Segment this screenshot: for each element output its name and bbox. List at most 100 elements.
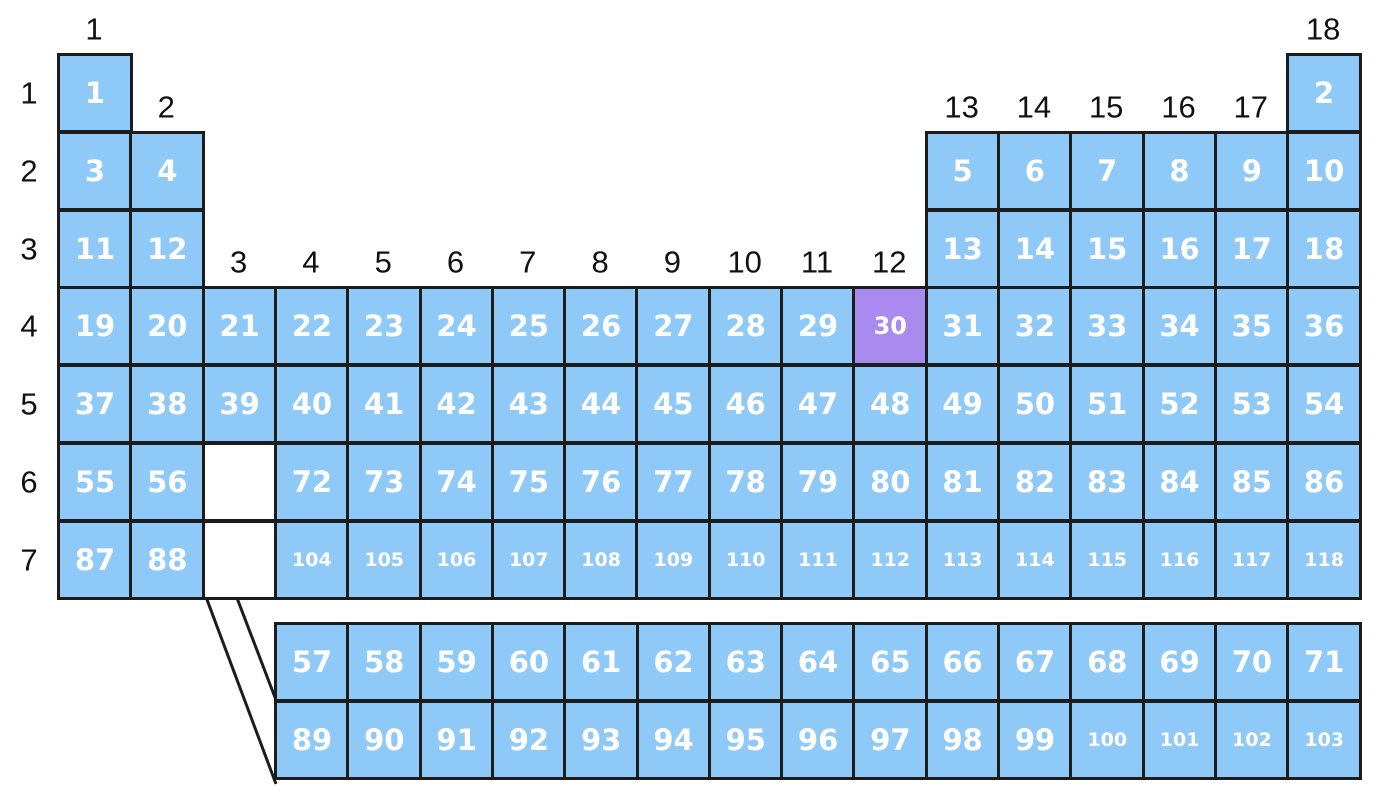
element-cell: 75 — [490, 442, 567, 522]
element-cell: 104 — [273, 519, 350, 600]
element-cell: 88 — [129, 519, 206, 600]
element-cell: 18 — [1286, 208, 1363, 289]
element-cell: 38 — [129, 364, 206, 445]
f-block-cell: 102 — [1213, 699, 1290, 780]
element-cell: 6 — [996, 130, 1073, 211]
element-cell: 45 — [635, 364, 712, 445]
group-label: 4 — [302, 244, 320, 280]
element-cell: 82 — [996, 442, 1073, 522]
element-cell: 28 — [707, 286, 784, 367]
element-cell: 53 — [1213, 364, 1290, 445]
element-cell: 14 — [996, 208, 1073, 289]
element-cell: 10 — [1286, 130, 1363, 211]
group-label: 9 — [663, 244, 682, 280]
f-block-cell: 99 — [997, 699, 1073, 780]
group-label: 5 — [374, 244, 392, 280]
period-label: 6 — [20, 464, 38, 500]
element-cell: 113 — [924, 519, 1001, 600]
f-block-cell: 95 — [707, 699, 784, 780]
f-block-cell: 65 — [852, 622, 929, 702]
f-block-cell: 57 — [274, 622, 350, 702]
element-cell: 80 — [852, 442, 929, 522]
element-cell: 84 — [1141, 442, 1218, 522]
element-cell: 48 — [852, 364, 929, 445]
element-cell: 4 — [129, 130, 206, 211]
group-label: 15 — [1088, 89, 1124, 125]
element-cell: 83 — [1069, 442, 1146, 522]
element-cell: 39 — [201, 364, 278, 445]
group-label: 12 — [872, 244, 907, 280]
group-label: 14 — [1016, 89, 1052, 125]
f-block-cell: 97 — [852, 699, 929, 780]
element-cell: 36 — [1286, 286, 1363, 367]
element-cell: 114 — [996, 519, 1073, 600]
group-label: 16 — [1161, 89, 1196, 125]
element-cell: 22 — [273, 286, 350, 367]
element-cell: 115 — [1069, 519, 1146, 600]
group-label: 8 — [591, 244, 609, 280]
period-label: 3 — [20, 231, 38, 267]
f-block-cell: 60 — [490, 622, 567, 702]
element-cell: 47 — [780, 364, 856, 445]
element-cell: 41 — [346, 364, 423, 445]
element-cell: 35 — [1213, 286, 1290, 367]
f-block-cell: 68 — [1069, 622, 1146, 702]
element-cell: 108 — [563, 519, 640, 600]
empty-cell — [201, 442, 278, 522]
element-cell: 74 — [418, 442, 495, 522]
f-block-cell: 90 — [346, 699, 423, 780]
element-cell: 85 — [1213, 442, 1290, 522]
f-block-cell: 89 — [274, 699, 350, 780]
f-block-cell: 64 — [780, 622, 857, 702]
element-cell: 24 — [418, 286, 495, 367]
element-cell: 32 — [996, 286, 1073, 367]
element-cell: 40 — [273, 364, 350, 445]
element-cell: 12 — [129, 208, 206, 289]
f-block-cell: 94 — [635, 699, 712, 780]
element-cell: 55 — [57, 442, 133, 522]
f-block-cell: 58 — [346, 622, 423, 702]
group-label: 3 — [229, 244, 248, 280]
element-cell: 34 — [1141, 286, 1218, 367]
element-cell: 8 — [1141, 130, 1218, 211]
element-cell: 77 — [635, 442, 712, 522]
element-cell: 16 — [1141, 208, 1218, 289]
f-block-cell: 70 — [1213, 622, 1290, 702]
element-cell: 11 — [57, 208, 133, 289]
element-cell: 26 — [563, 286, 640, 367]
element-cell: 3 — [57, 130, 133, 211]
f-block-cell: 101 — [1141, 699, 1218, 780]
period-label: 4 — [20, 308, 38, 344]
element-cell: 81 — [924, 442, 1001, 522]
element-cell: 31 — [924, 286, 1001, 367]
f-block-cell: 69 — [1141, 622, 1218, 702]
group-label: 1 — [85, 11, 103, 47]
element-cell: 50 — [996, 364, 1073, 445]
f-block-cell: 100 — [1069, 699, 1146, 780]
element-cell: 46 — [707, 364, 784, 445]
element-cell: 118 — [1286, 519, 1363, 600]
element-cell: 52 — [1141, 364, 1218, 445]
element-cell: 105 — [346, 519, 423, 600]
group-label: 17 — [1233, 89, 1269, 125]
f-block-cell: 66 — [924, 622, 1001, 702]
element-cell: 37 — [57, 364, 133, 445]
f-block-cell: 92 — [490, 699, 567, 780]
element-cell: 49 — [924, 364, 1001, 445]
f-block-cell: 71 — [1286, 622, 1363, 702]
element-cell: 78 — [707, 442, 784, 522]
group-label: 11 — [800, 244, 834, 280]
period-label: 5 — [20, 386, 38, 422]
element-cell: 5 — [924, 130, 1001, 211]
element-cell: 42 — [418, 364, 495, 445]
element-cell: 56 — [129, 442, 206, 522]
element-cell: 29 — [780, 286, 856, 367]
f-block-cell: 62 — [635, 622, 712, 702]
group-label: 2 — [157, 89, 175, 125]
element-cell: 86 — [1286, 442, 1363, 522]
element-cell: 116 — [1141, 519, 1218, 600]
f-block-cell: 93 — [563, 699, 640, 780]
element-cell: 9 — [1213, 130, 1290, 211]
group-label: 18 — [1305, 11, 1341, 47]
f-block-cell: 91 — [418, 699, 495, 780]
